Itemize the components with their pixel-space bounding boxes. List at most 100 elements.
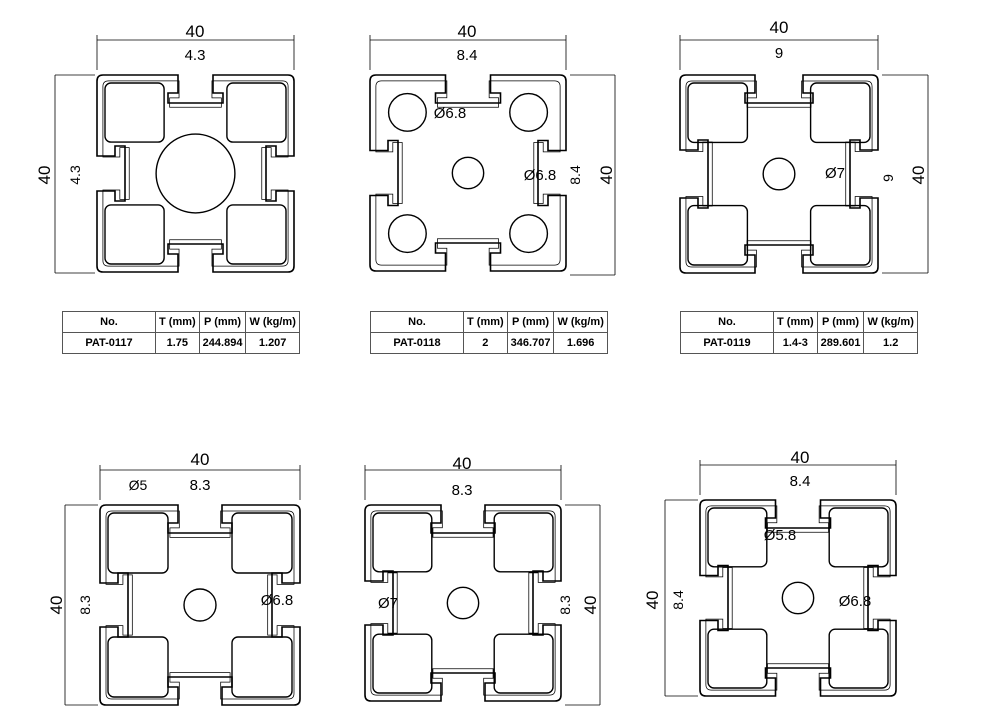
corner-pocket	[107, 636, 169, 698]
header-p: P (mm)	[198, 311, 247, 333]
corner-hole	[509, 92, 549, 132]
corner-pocket	[372, 512, 433, 573]
header-t: T (mm)	[463, 311, 508, 333]
corner-pocket	[828, 507, 889, 568]
profile-inner-outline	[102, 80, 289, 267]
corner-pocket	[493, 512, 554, 573]
cell-w: 1.207	[245, 332, 300, 354]
dimension-label: 8.4	[567, 165, 583, 185]
dimension-label: 8.4	[790, 473, 811, 490]
dimension-label: Ø7	[378, 595, 398, 612]
cell-no: PAT-0118	[370, 332, 464, 354]
header-t: T (mm)	[773, 311, 818, 333]
corner-pocket	[104, 82, 165, 143]
cell-no: PAT-0117	[62, 332, 156, 354]
corner-pocket	[226, 204, 287, 265]
header-t: T (mm)	[155, 311, 200, 333]
header-p: P (mm)	[816, 311, 865, 333]
cell-no: PAT-0119	[680, 332, 774, 354]
cell-t: 2	[463, 332, 508, 354]
corner-pocket	[231, 512, 293, 574]
profile-outline	[369, 74, 567, 272]
center-hole	[451, 156, 485, 190]
corner-pocket	[493, 633, 554, 694]
profile-outline	[679, 74, 879, 274]
dimension-label: 4.3	[185, 47, 206, 64]
dimension-label: 9	[880, 174, 896, 182]
header-no: No.	[370, 311, 464, 333]
profile-outline	[699, 499, 897, 697]
cell-t: 1.4-3	[773, 332, 818, 354]
dimension-label: 8.4	[457, 47, 478, 64]
header-no: No.	[680, 311, 774, 333]
center-hole	[446, 586, 480, 620]
dimension-label: 4.3	[67, 165, 83, 185]
corner-pocket	[707, 507, 768, 568]
dimension-label: 40	[909, 166, 928, 185]
dimension-label: 8.3	[557, 595, 573, 615]
center-hole	[762, 157, 796, 191]
dimension-label: 40	[35, 166, 54, 185]
corner-pocket	[809, 204, 871, 266]
cell-p: 346.707	[506, 332, 555, 354]
dimension-label: 8.3	[77, 595, 93, 615]
corner-hole	[509, 214, 549, 254]
center-hole	[781, 581, 815, 615]
dimension-label: 40	[458, 22, 477, 41]
header-w: W (kg/m)	[863, 311, 918, 333]
profile-inner-outline	[375, 80, 561, 266]
profile-outline	[96, 74, 295, 273]
corner-pocket	[104, 204, 165, 265]
dimension-label: 8.3	[452, 482, 473, 499]
corner-pocket	[107, 512, 169, 574]
dimension-label: 8.3	[190, 477, 211, 494]
center-bore	[155, 133, 236, 214]
dimension-label: Ø5.8	[764, 527, 797, 544]
dimension-label: Ø5	[129, 477, 148, 493]
profile-inner-outline	[685, 80, 873, 268]
cell-p: 289.601	[816, 332, 865, 354]
dimension-label: Ø6.8	[261, 592, 294, 609]
cell-w: 1.2	[863, 332, 918, 354]
dimension-label: 40	[191, 450, 210, 469]
dimension-label: Ø6.8	[839, 593, 872, 610]
profile-inner-outline	[705, 505, 891, 691]
corner-pocket	[809, 82, 871, 144]
dimension-label: Ø7	[825, 165, 845, 182]
dimension-label: 40	[47, 596, 66, 615]
header-no: No.	[62, 311, 156, 333]
dimension-label: 9	[775, 45, 783, 62]
corner-pocket	[707, 628, 768, 689]
cell-p: 244.894	[198, 332, 247, 354]
dimension-label: Ø6.8	[524, 167, 557, 184]
profile-inner-outline	[370, 510, 556, 696]
corner-pocket	[226, 82, 287, 143]
corner-pocket	[828, 628, 889, 689]
corner-hole	[387, 214, 427, 254]
corner-pocket	[687, 204, 749, 266]
dimension-label: 40	[770, 18, 789, 37]
dimension-label: 40	[597, 166, 616, 185]
corner-hole	[387, 92, 427, 132]
profile-outline	[99, 504, 301, 706]
header-p: P (mm)	[506, 311, 555, 333]
dimension-label: 8.4	[670, 590, 686, 610]
dimension-label: 40	[186, 22, 205, 41]
dimension-label: 40	[791, 448, 810, 467]
cell-t: 1.75	[155, 332, 200, 354]
corner-pocket	[231, 636, 293, 698]
dimension-label: Ø6.8	[434, 105, 467, 122]
header-w: W (kg/m)	[245, 311, 300, 333]
corner-pocket	[372, 633, 433, 694]
profile-outline	[364, 504, 562, 702]
dimension-label: 40	[581, 596, 600, 615]
cell-w: 1.696	[553, 332, 608, 354]
center-hole	[183, 588, 217, 622]
header-w: W (kg/m)	[553, 311, 608, 333]
dimension-label: 40	[643, 591, 662, 610]
dimension-label: 40	[453, 454, 472, 473]
